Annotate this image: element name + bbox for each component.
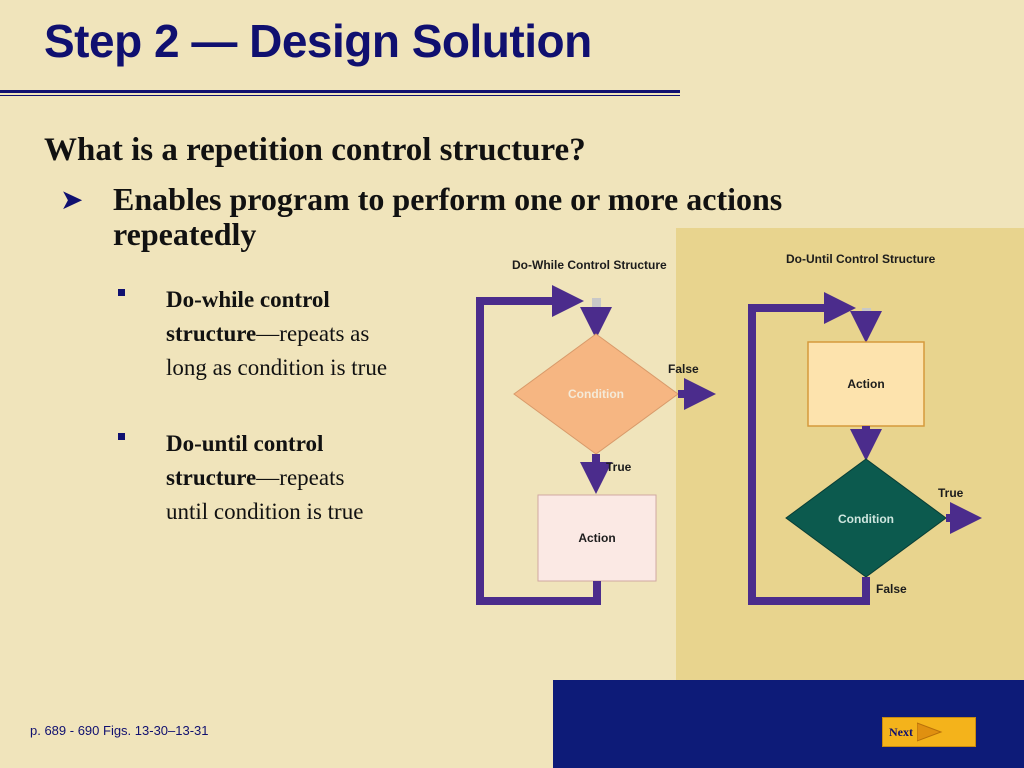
next-arrow-icon bbox=[917, 722, 943, 742]
title-rule bbox=[0, 90, 680, 93]
do-while-loop-line bbox=[476, 285, 601, 605]
do-until-loop-line bbox=[748, 292, 870, 605]
do-until-diagram: Do-Until Control Structure Action Condit… bbox=[748, 252, 982, 605]
title-rule-thin bbox=[0, 95, 680, 96]
subpoint-do-while: Do-while control structure—repeats as lo… bbox=[118, 283, 388, 385]
slide-title: Step 2 — Design Solution bbox=[44, 15, 592, 67]
subpoint-desc: —repeats as long as condition is true bbox=[166, 321, 388, 380]
subpoint-term: Do-while control structure bbox=[166, 287, 330, 346]
do-while-condition-label: Condition bbox=[568, 387, 624, 401]
entry-stub bbox=[862, 308, 871, 320]
question-heading: What is a repetition control structure? bbox=[44, 132, 586, 168]
do-while-false-label: False bbox=[668, 362, 699, 376]
do-while-action-label: Action bbox=[578, 531, 615, 545]
subpoint-do-until: Do-until control structure—repeats until… bbox=[118, 427, 388, 529]
flowchart-diagrams: Do-While Control Structure Condition Fal… bbox=[476, 252, 982, 605]
do-until-action-box bbox=[807, 341, 925, 427]
do-while-title: Do-While Control Structure bbox=[512, 258, 667, 272]
next-button[interactable]: Next bbox=[882, 717, 976, 747]
do-while-diagram: Do-While Control Structure Condition Fal… bbox=[476, 258, 716, 605]
subpoint-desc: —repeats until condition is true bbox=[166, 465, 364, 524]
do-until-action-label: Action bbox=[847, 377, 884, 391]
entry-stub bbox=[592, 298, 601, 310]
do-until-title: Do-Until Control Structure bbox=[786, 252, 936, 266]
subpoint-term: Do-until control structure bbox=[166, 431, 324, 490]
do-until-false-label: False bbox=[876, 582, 907, 596]
do-until-condition-label: Condition bbox=[838, 512, 894, 526]
do-until-true-label: True bbox=[938, 486, 964, 500]
next-label: Next bbox=[889, 725, 913, 739]
main-point: Enables program to perform one or more a… bbox=[113, 181, 783, 252]
page-reference: p. 689 - 690 Figs. 13-30–13-31 bbox=[30, 723, 209, 738]
do-while-true-label: True bbox=[606, 460, 632, 474]
square-bullet-icon bbox=[118, 289, 125, 296]
arrow-bullet-icon: ➤ bbox=[60, 185, 84, 216]
square-bullet-icon bbox=[118, 433, 125, 440]
do-while-action-box bbox=[537, 494, 657, 582]
